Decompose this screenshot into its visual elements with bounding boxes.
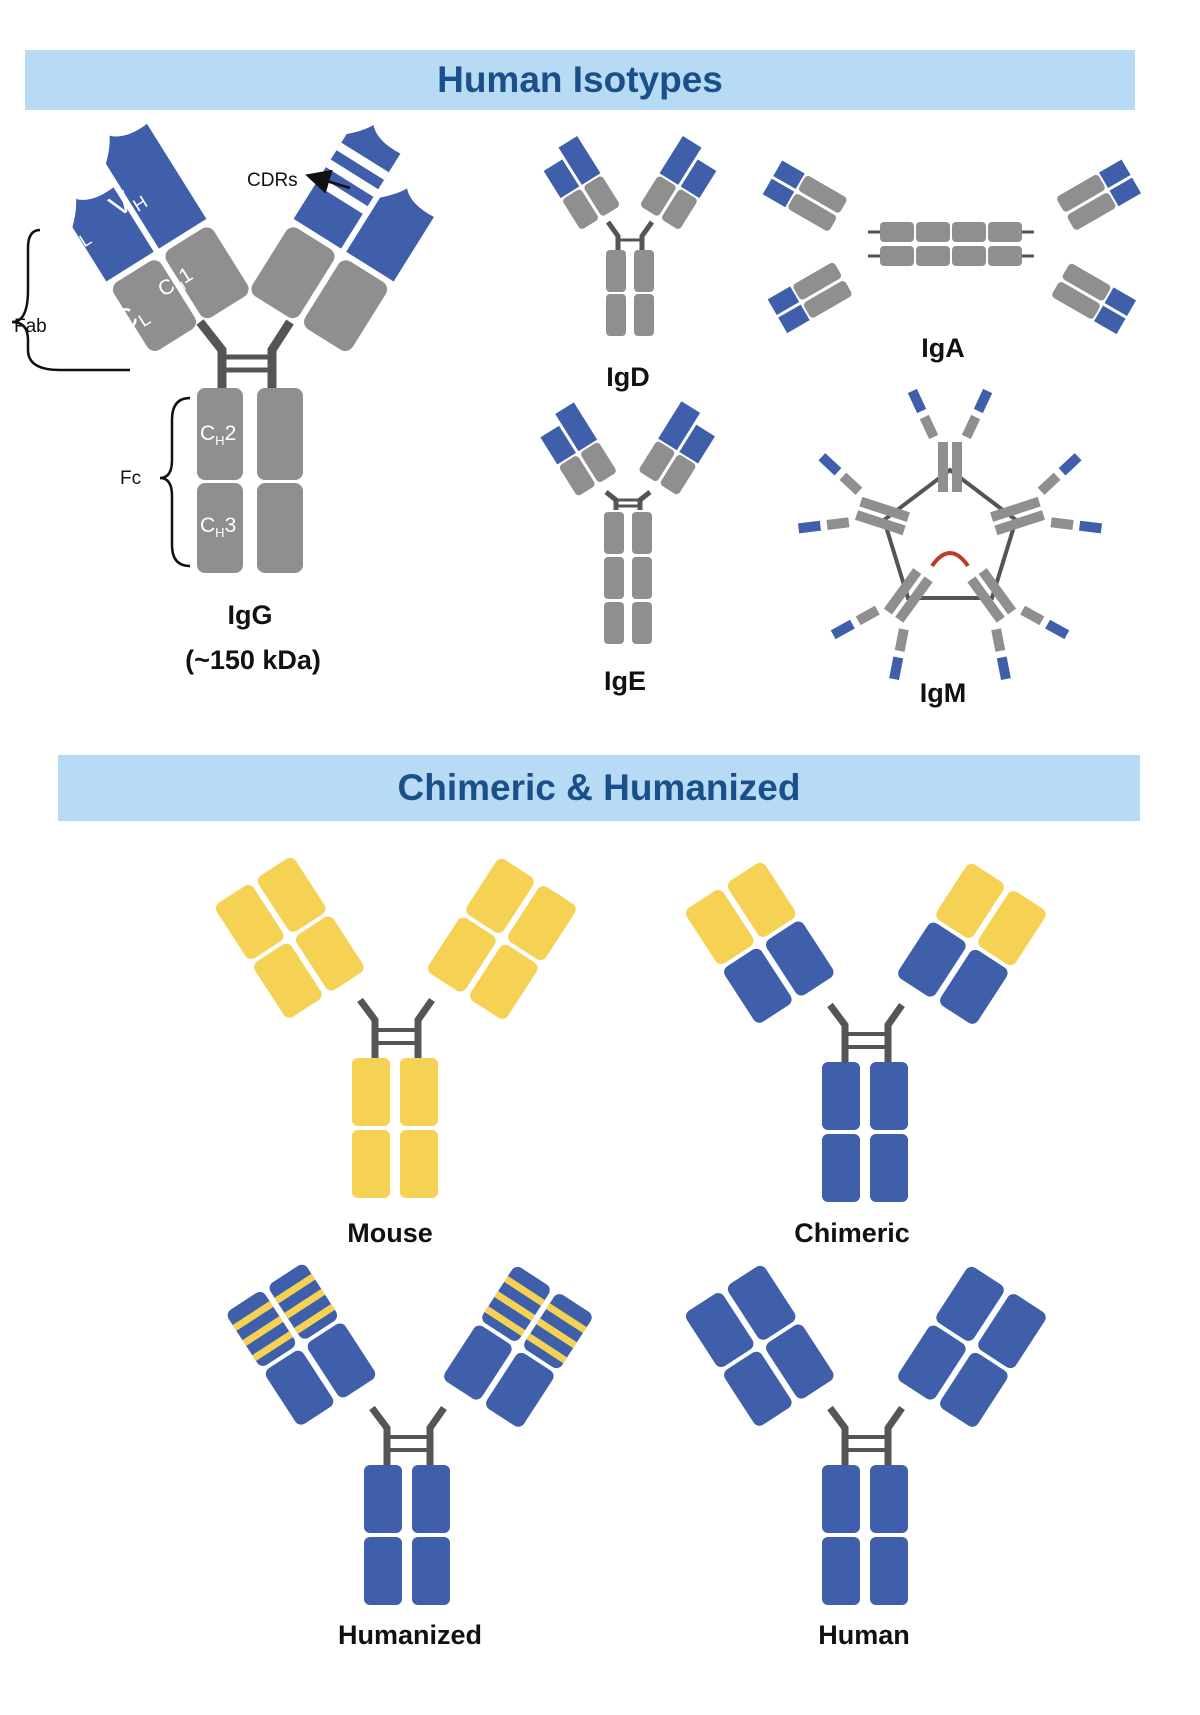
igg-hinge-right (267, 319, 294, 388)
j-chain (930, 551, 970, 568)
mouse-label: Mouse (347, 1218, 433, 1248)
igg-vh (105, 123, 207, 249)
igg-cdr-stripe-2 (325, 159, 379, 197)
igg-ch1-right (251, 227, 335, 319)
human-label: Human (818, 1620, 910, 1650)
ige-label: IgE (603, 666, 647, 696)
ch2-label: CH2 (200, 422, 236, 448)
igg-mass-label: (~150 kDa) (185, 645, 321, 675)
ch3-label: CH3 (200, 514, 236, 540)
ige-antibody (540, 401, 715, 644)
igg-ch1 (165, 227, 249, 319)
human-antibody (685, 1265, 1046, 1605)
section-title-chimeric: Chimeric & Humanized (397, 767, 801, 808)
chimeric-label: Chimeric (794, 1218, 910, 1248)
humanized-label: Humanized (337, 1620, 483, 1650)
iga-label: IgA (921, 333, 965, 363)
fc-label: Fc (120, 468, 142, 489)
igg-cl (112, 260, 196, 351)
fc-brace (159, 396, 191, 568)
igg-hinge-left (196, 319, 227, 388)
igg-ch2-left (197, 388, 243, 480)
fab-label: Fab (14, 316, 47, 337)
section-header-isotypes: Human Isotypes (25, 50, 1135, 110)
cdrs-label: CDRs (247, 170, 298, 191)
igg-cl-right (304, 260, 388, 351)
chimeric-antibody (685, 862, 1046, 1202)
mouse-antibody (215, 857, 576, 1198)
igg-ch2-right (257, 388, 303, 480)
iga-antibody (762, 159, 1142, 335)
igm-label: IgM (919, 678, 967, 708)
igg-cdr-stripe-1 (336, 142, 389, 180)
fab-brace (11, 228, 130, 372)
section-title-isotypes: Human Isotypes (437, 59, 723, 100)
igd-label: IgD (606, 362, 650, 392)
igg-vl-right (346, 188, 434, 282)
humanized-antibody (227, 1264, 592, 1605)
igm-antibody (797, 388, 1103, 680)
igd-antibody (543, 135, 717, 336)
igg-antibody: VL VH CL CH1 CH2 CH3 (11, 123, 434, 573)
igg-label: IgG (227, 600, 273, 630)
igg-ch3-right (257, 483, 303, 573)
section-header-chimeric: Chimeric & Humanized (58, 755, 1140, 821)
igg-vl (72, 187, 154, 282)
igg-ch3-left (197, 483, 243, 573)
cdr-arrow (305, 169, 351, 194)
